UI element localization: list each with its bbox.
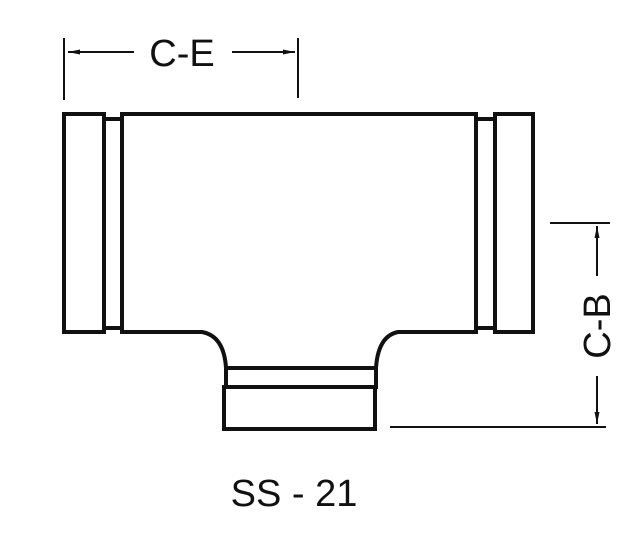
tee-body — [120, 112, 478, 370]
branch-groove — [224, 366, 378, 389]
dimension-label-c-e: C-E — [149, 33, 214, 75]
dimension-c-b — [390, 222, 610, 428]
left-end-flange — [62, 112, 106, 334]
part-number-label: SS - 21 — [231, 473, 358, 515]
dimension-c-e — [63, 38, 299, 100]
branch-flange — [222, 385, 377, 431]
right-groove — [474, 117, 497, 330]
left-groove — [102, 117, 124, 330]
dimension-label-c-b: C-B — [577, 293, 619, 358]
right-end-flange — [493, 112, 535, 334]
